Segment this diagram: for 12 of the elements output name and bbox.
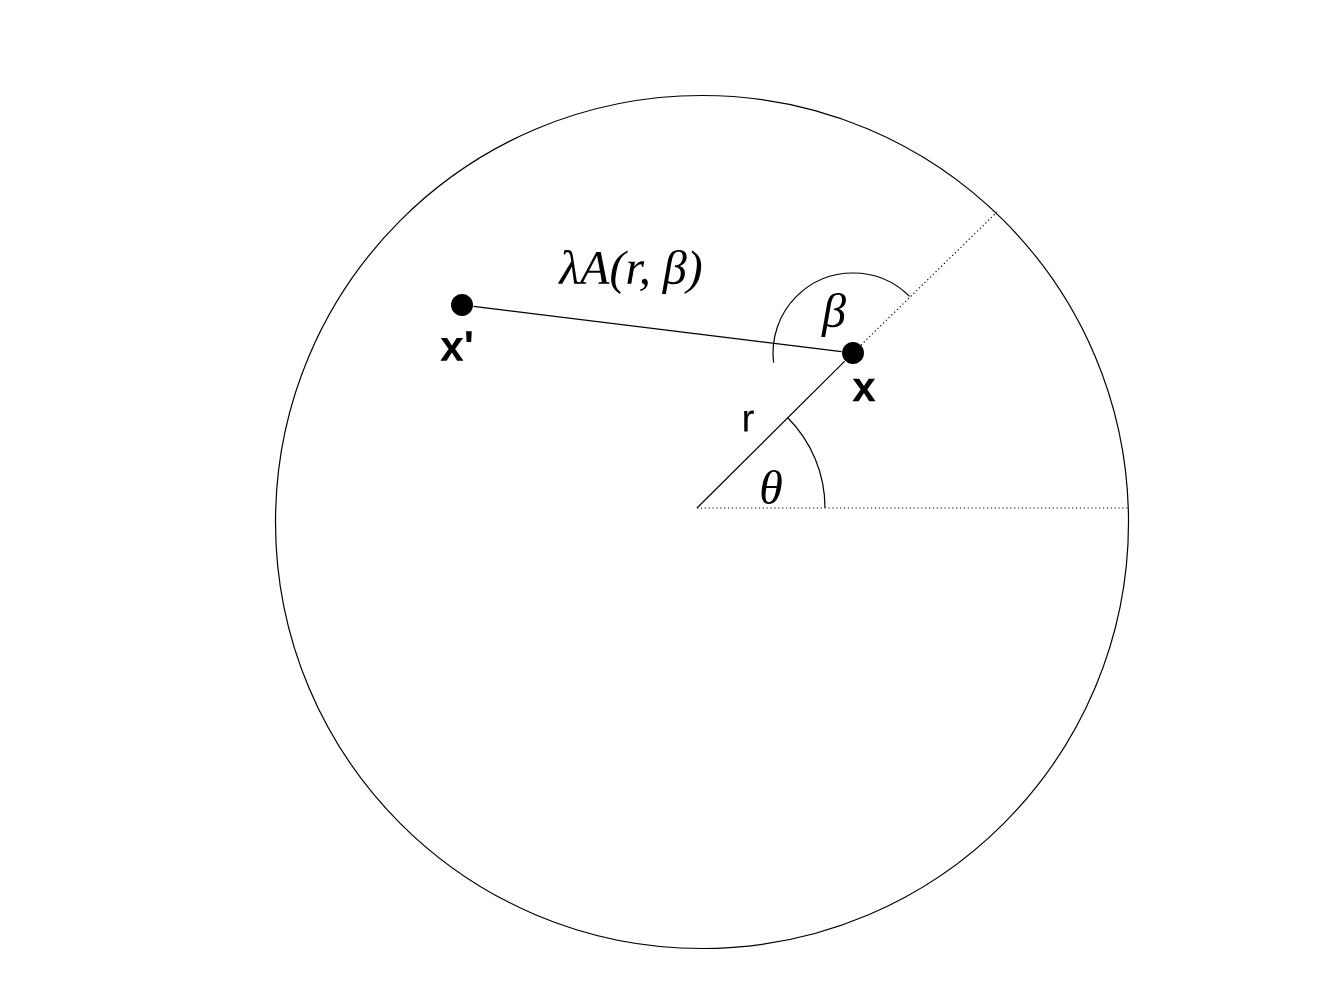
circle-outline — [274, 94, 1130, 950]
reference-line — [696, 507, 1129, 509]
edge-label: r — [744, 410, 754, 432]
angle-label: β — [821, 293, 846, 337]
line-segment — [472, 305, 843, 353]
line-segment — [696, 360, 846, 509]
point-dot — [451, 294, 473, 316]
angle-label: θ — [761, 469, 782, 504]
edge-label: λA(r, β) — [558, 250, 702, 294]
point-label: x' — [440, 331, 472, 361]
point-dot — [842, 342, 864, 364]
point-label: x — [852, 378, 876, 402]
